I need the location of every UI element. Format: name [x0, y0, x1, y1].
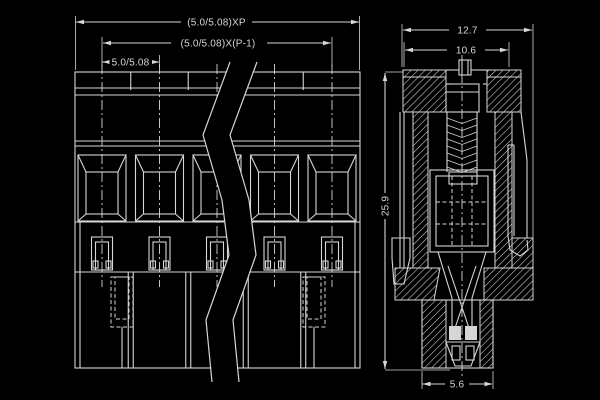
terminal-position	[134, 63, 185, 288]
dim-total-pitch-label: (5.0/5.08)XP	[187, 18, 246, 29]
position-divider	[185, 71, 192, 369]
break-lines	[202, 61, 258, 383]
housing-hatch	[394, 69, 534, 369]
clamp-screw	[445, 59, 480, 185]
dim-outer-width-label: 12.7	[457, 26, 478, 37]
front-view: (5.0/5.08)XP (5.0/5.08)X(P-1) 5.0/5.08	[74, 16, 361, 383]
hidden-pin	[110, 276, 134, 369]
terminal-position	[249, 63, 300, 288]
mount-hook	[391, 237, 411, 285]
dim-pitch-label: 5.0/5.08	[112, 58, 150, 69]
dim-pitch-p1-label: (5.0/5.08)X(P-1)	[181, 39, 256, 50]
side-view: 12.7 10.6 25.9 5.6	[381, 24, 534, 391]
front-dimensions: (5.0/5.08)XP (5.0/5.08)X(P-1) 5.0/5.08	[75, 16, 360, 70]
terminal-position	[77, 63, 127, 288]
terminal-position	[307, 63, 357, 288]
dim-inner-width-label: 10.6	[456, 46, 477, 57]
solder-pin	[421, 299, 494, 369]
housing-outline	[391, 69, 529, 285]
latch-hook	[507, 235, 529, 257]
dim-height-label: 25.9	[381, 196, 392, 217]
side-dimensions: 12.7 10.6 25.9 5.6	[381, 24, 534, 391]
position-divider	[300, 71, 307, 369]
dim-pin-width-label: 5.6	[450, 380, 465, 391]
